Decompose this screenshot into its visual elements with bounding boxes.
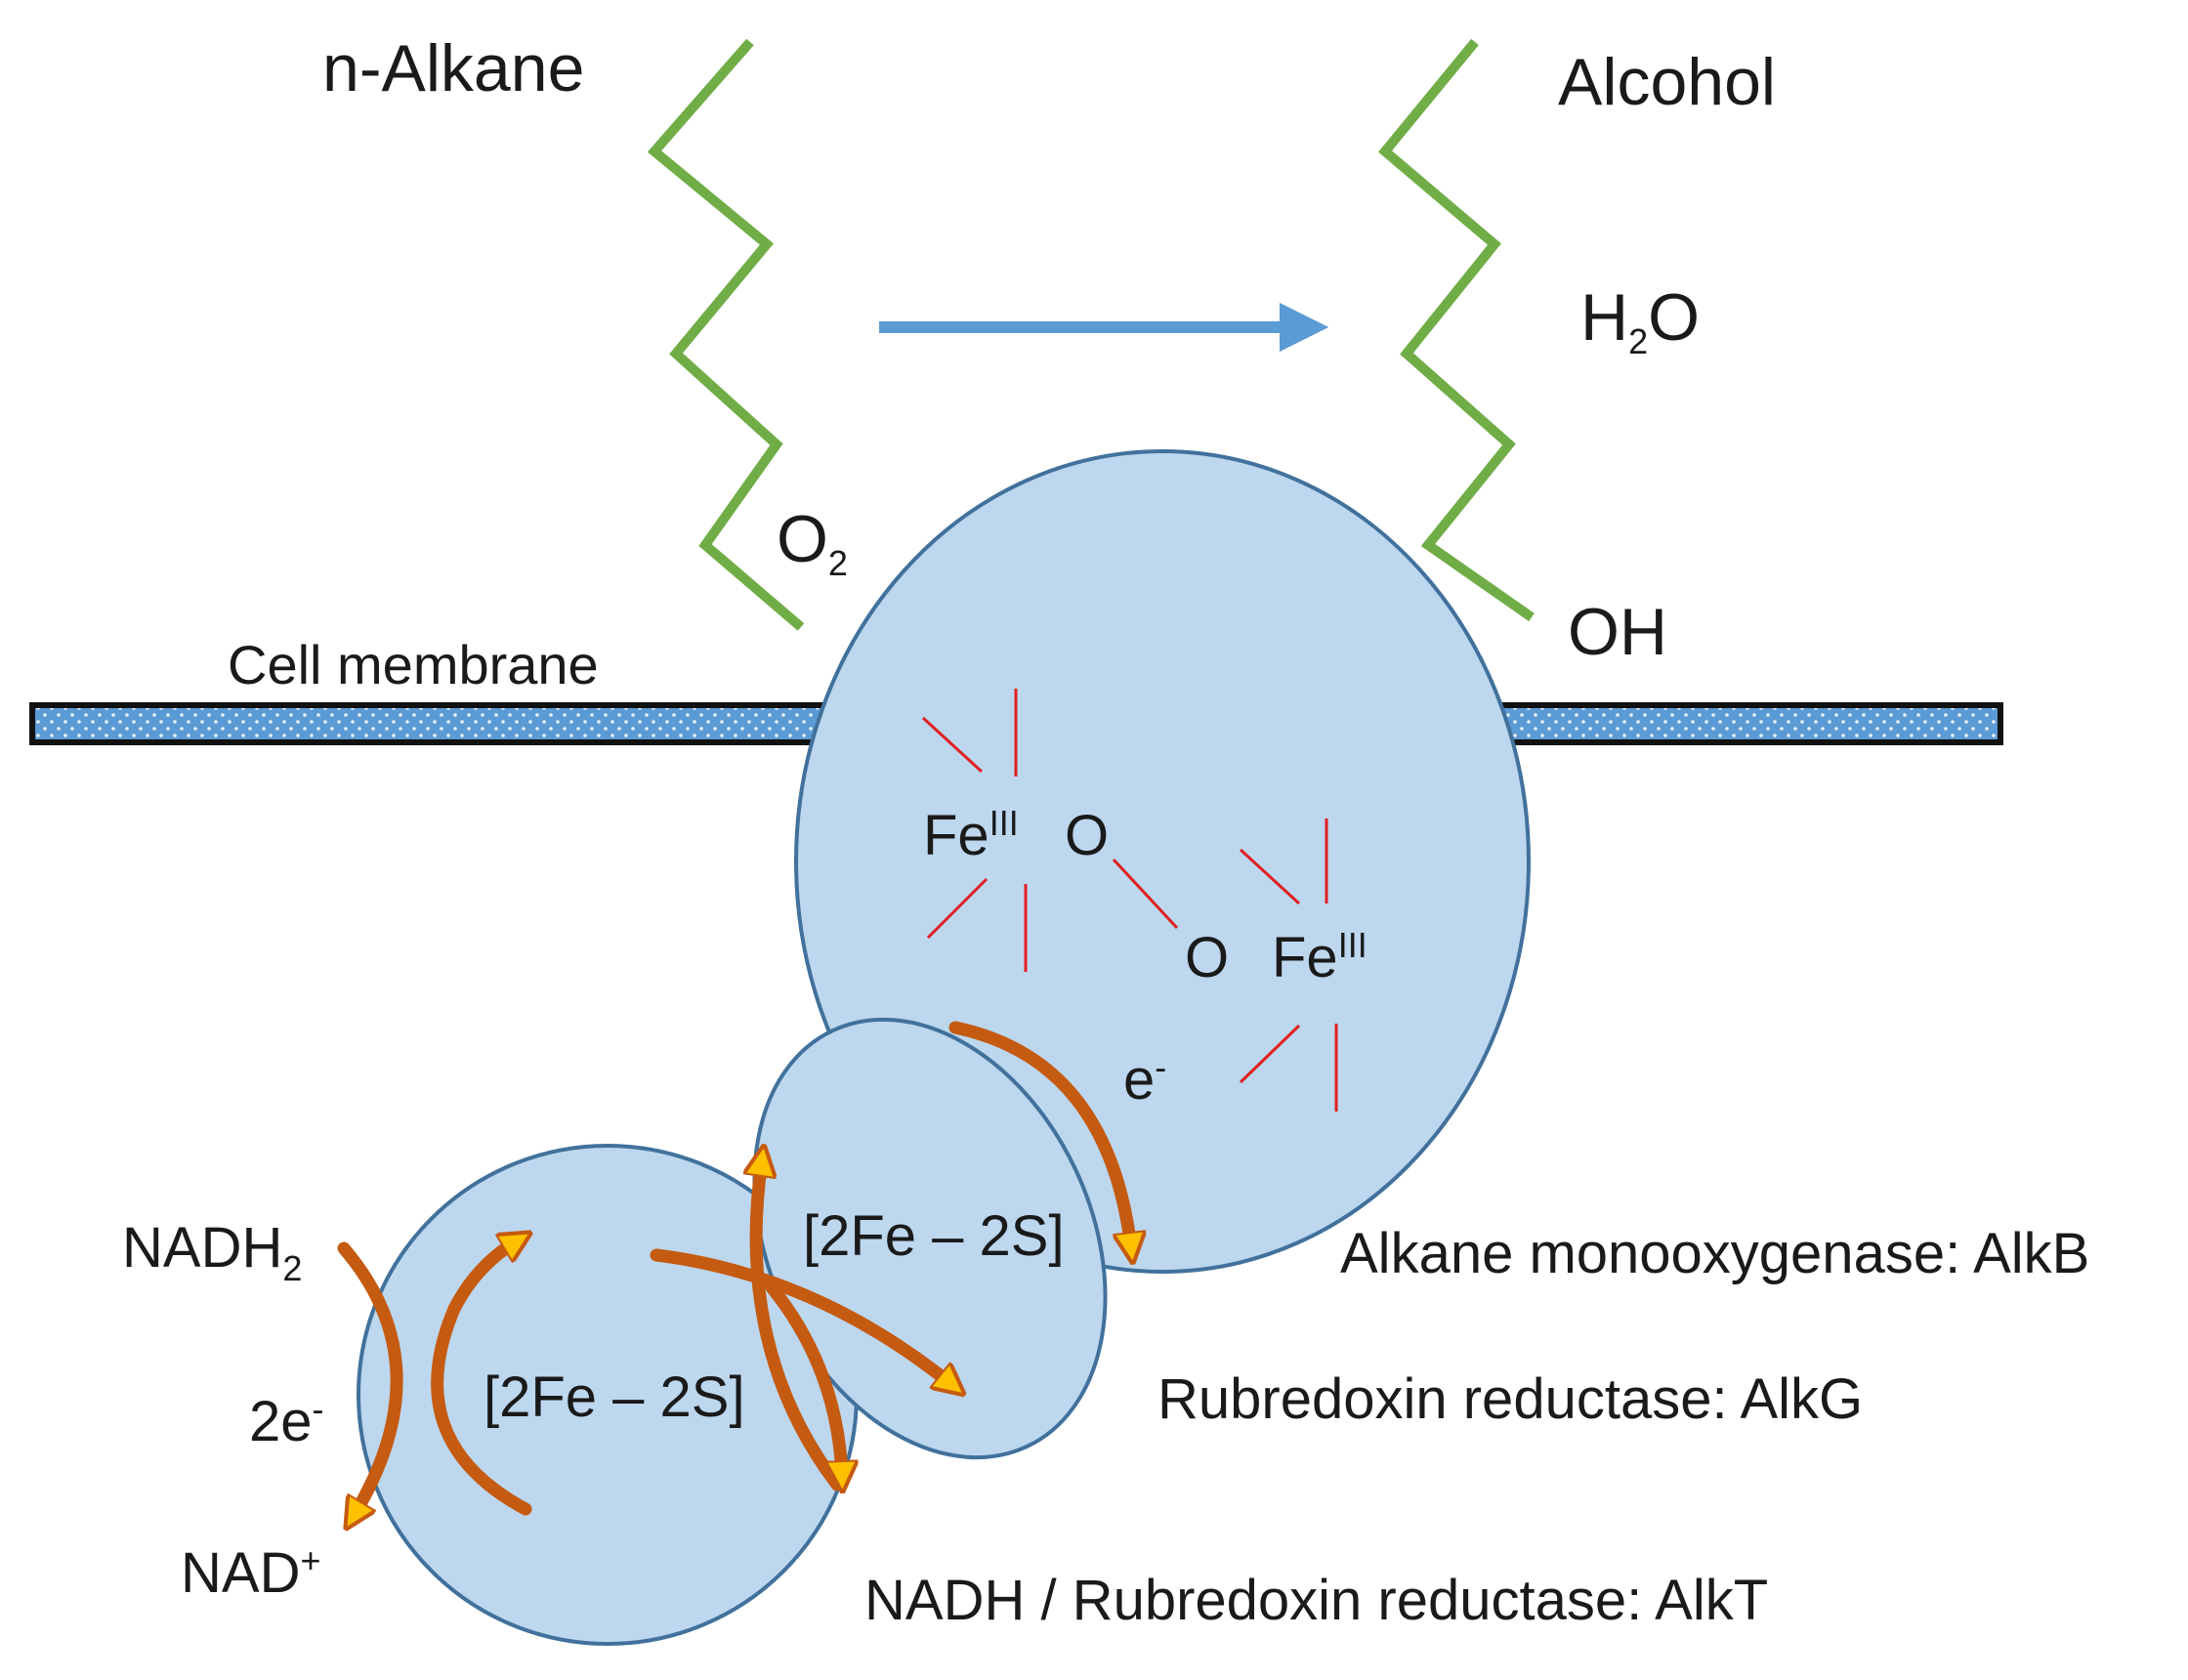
alkt-label: NADH / Rubredoxin reductase: AlkT — [864, 1569, 1768, 1632]
fe-right-label: FeIII — [1272, 925, 1368, 989]
alkane-label: n-Alkane — [322, 31, 584, 105]
membrane-label: Cell membrane — [228, 634, 599, 695]
bridge-oxygen-lower: O — [1185, 926, 1229, 989]
electron-label: e- — [1123, 1047, 1166, 1112]
nadh2-label: NADH2 — [122, 1216, 302, 1288]
alcohol-label: Alcohol — [1558, 45, 1776, 119]
alcohol-chain — [1378, 38, 1535, 622]
alkane-chain — [647, 38, 805, 631]
alkg-cluster-label: [2Fe – 2S] — [803, 1204, 1065, 1268]
fe-left-label: FeIII — [923, 803, 1019, 867]
alkg-label: Rubredoxin reductase: AlkG — [1157, 1367, 1863, 1431]
hydroxyl-label: OH — [1568, 595, 1667, 669]
water-label: H2O — [1580, 280, 1700, 361]
two-electron-label: 2e- — [249, 1389, 324, 1453]
curved-arrow-icon — [337, 1021, 1131, 1516]
oxygen-label: O2 — [777, 502, 848, 583]
bridge-oxygen-upper: O — [1065, 804, 1109, 867]
diiron-bonds — [921, 689, 1338, 1112]
alkt-cluster-label: [2Fe – 2S] — [484, 1365, 745, 1429]
alkb-label: Alkane monooxygenase: AlkB — [1340, 1222, 2089, 1285]
nad-plus-label: NAD+ — [181, 1540, 321, 1605]
